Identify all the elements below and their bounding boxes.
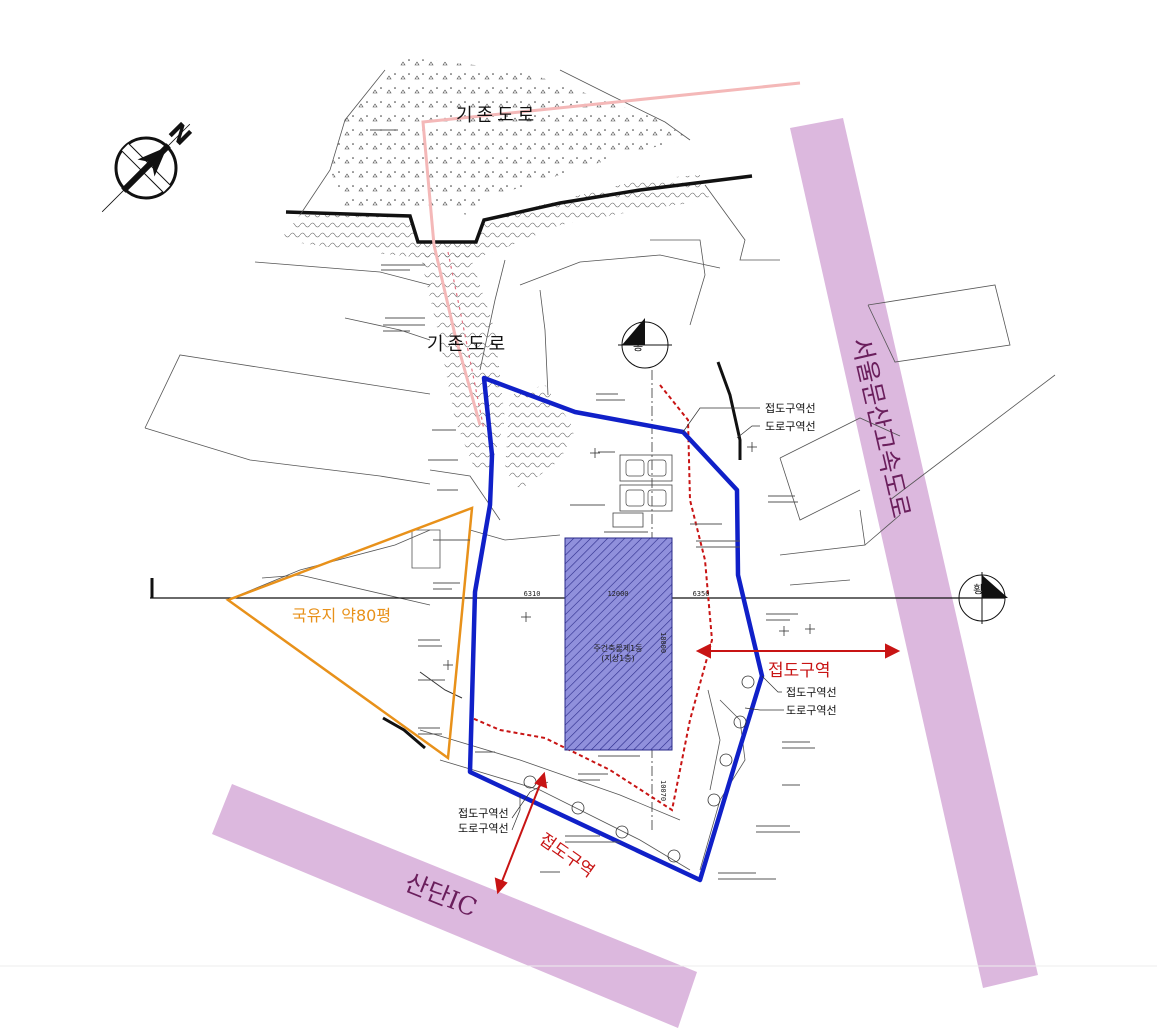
svg-text:횡: 횡 <box>973 583 983 596</box>
dim-depth: 18000 <box>659 632 667 653</box>
state-land-boundary <box>225 506 474 761</box>
edge-mark-right <box>716 361 742 460</box>
road-line-label-r1: 도로구역선 <box>765 420 816 433</box>
highway-band <box>790 118 1038 988</box>
existing-road-label-mid: 기존도로 <box>427 334 509 355</box>
connection-zone-line <box>471 384 714 812</box>
dim-right: 6350 <box>693 590 710 598</box>
tree-symbols <box>523 675 755 863</box>
building-floors: (지상1층) <box>601 653 634 663</box>
conn-line-label-r2: 접도구역선 <box>786 686 837 699</box>
connection-zone-arrow-right <box>695 643 901 659</box>
connection-zone-arrow-bottom <box>494 771 548 895</box>
section-marker-icon: 종 <box>618 318 672 369</box>
section-left-label: L <box>150 574 151 576</box>
terrain-lines <box>144 69 1056 871</box>
tree-symbol-icon <box>741 675 755 689</box>
conn-line-label-r1: 접도구역선 <box>765 402 816 415</box>
dim-left: 6310 <box>524 590 541 598</box>
dim-bottom: 10070 <box>659 780 667 801</box>
road-line-label-r2: 도로구역선 <box>786 704 837 717</box>
dim-width: 12000 <box>607 590 628 598</box>
svg-text:종: 종 <box>633 340 643 353</box>
cad-annotations <box>370 129 815 880</box>
connection-zone-label-bottom: 접도구역 <box>535 830 598 882</box>
main-building <box>564 537 673 751</box>
existing-road-fill <box>330 58 690 220</box>
existing-road-path-dash <box>447 251 485 431</box>
building-name: 주건축물제1동 <box>593 643 642 653</box>
parking-area <box>612 454 673 528</box>
conn-line-label-b: 접도구역선 <box>458 807 509 820</box>
road-edge-line <box>285 174 753 244</box>
interchange-band <box>212 784 697 1028</box>
section-marker-right-icon: 횡 <box>958 572 1008 624</box>
survey-points <box>443 442 815 670</box>
road-line-label-b: 도로구역선 <box>458 822 509 835</box>
edge-mark-left2 <box>419 671 463 699</box>
edge-mark-left <box>382 716 426 750</box>
existing-road-path <box>421 81 801 426</box>
existing-road-label-top: 기존도로 <box>456 105 538 126</box>
parking-stall-icon <box>625 459 645 477</box>
slope-hatch-inner <box>505 385 575 490</box>
north-arrow-icon: N <box>101 117 197 213</box>
connection-zone-label-right: 접도구역 <box>768 661 831 681</box>
state-land-label: 국유지 약80평 <box>292 606 391 625</box>
